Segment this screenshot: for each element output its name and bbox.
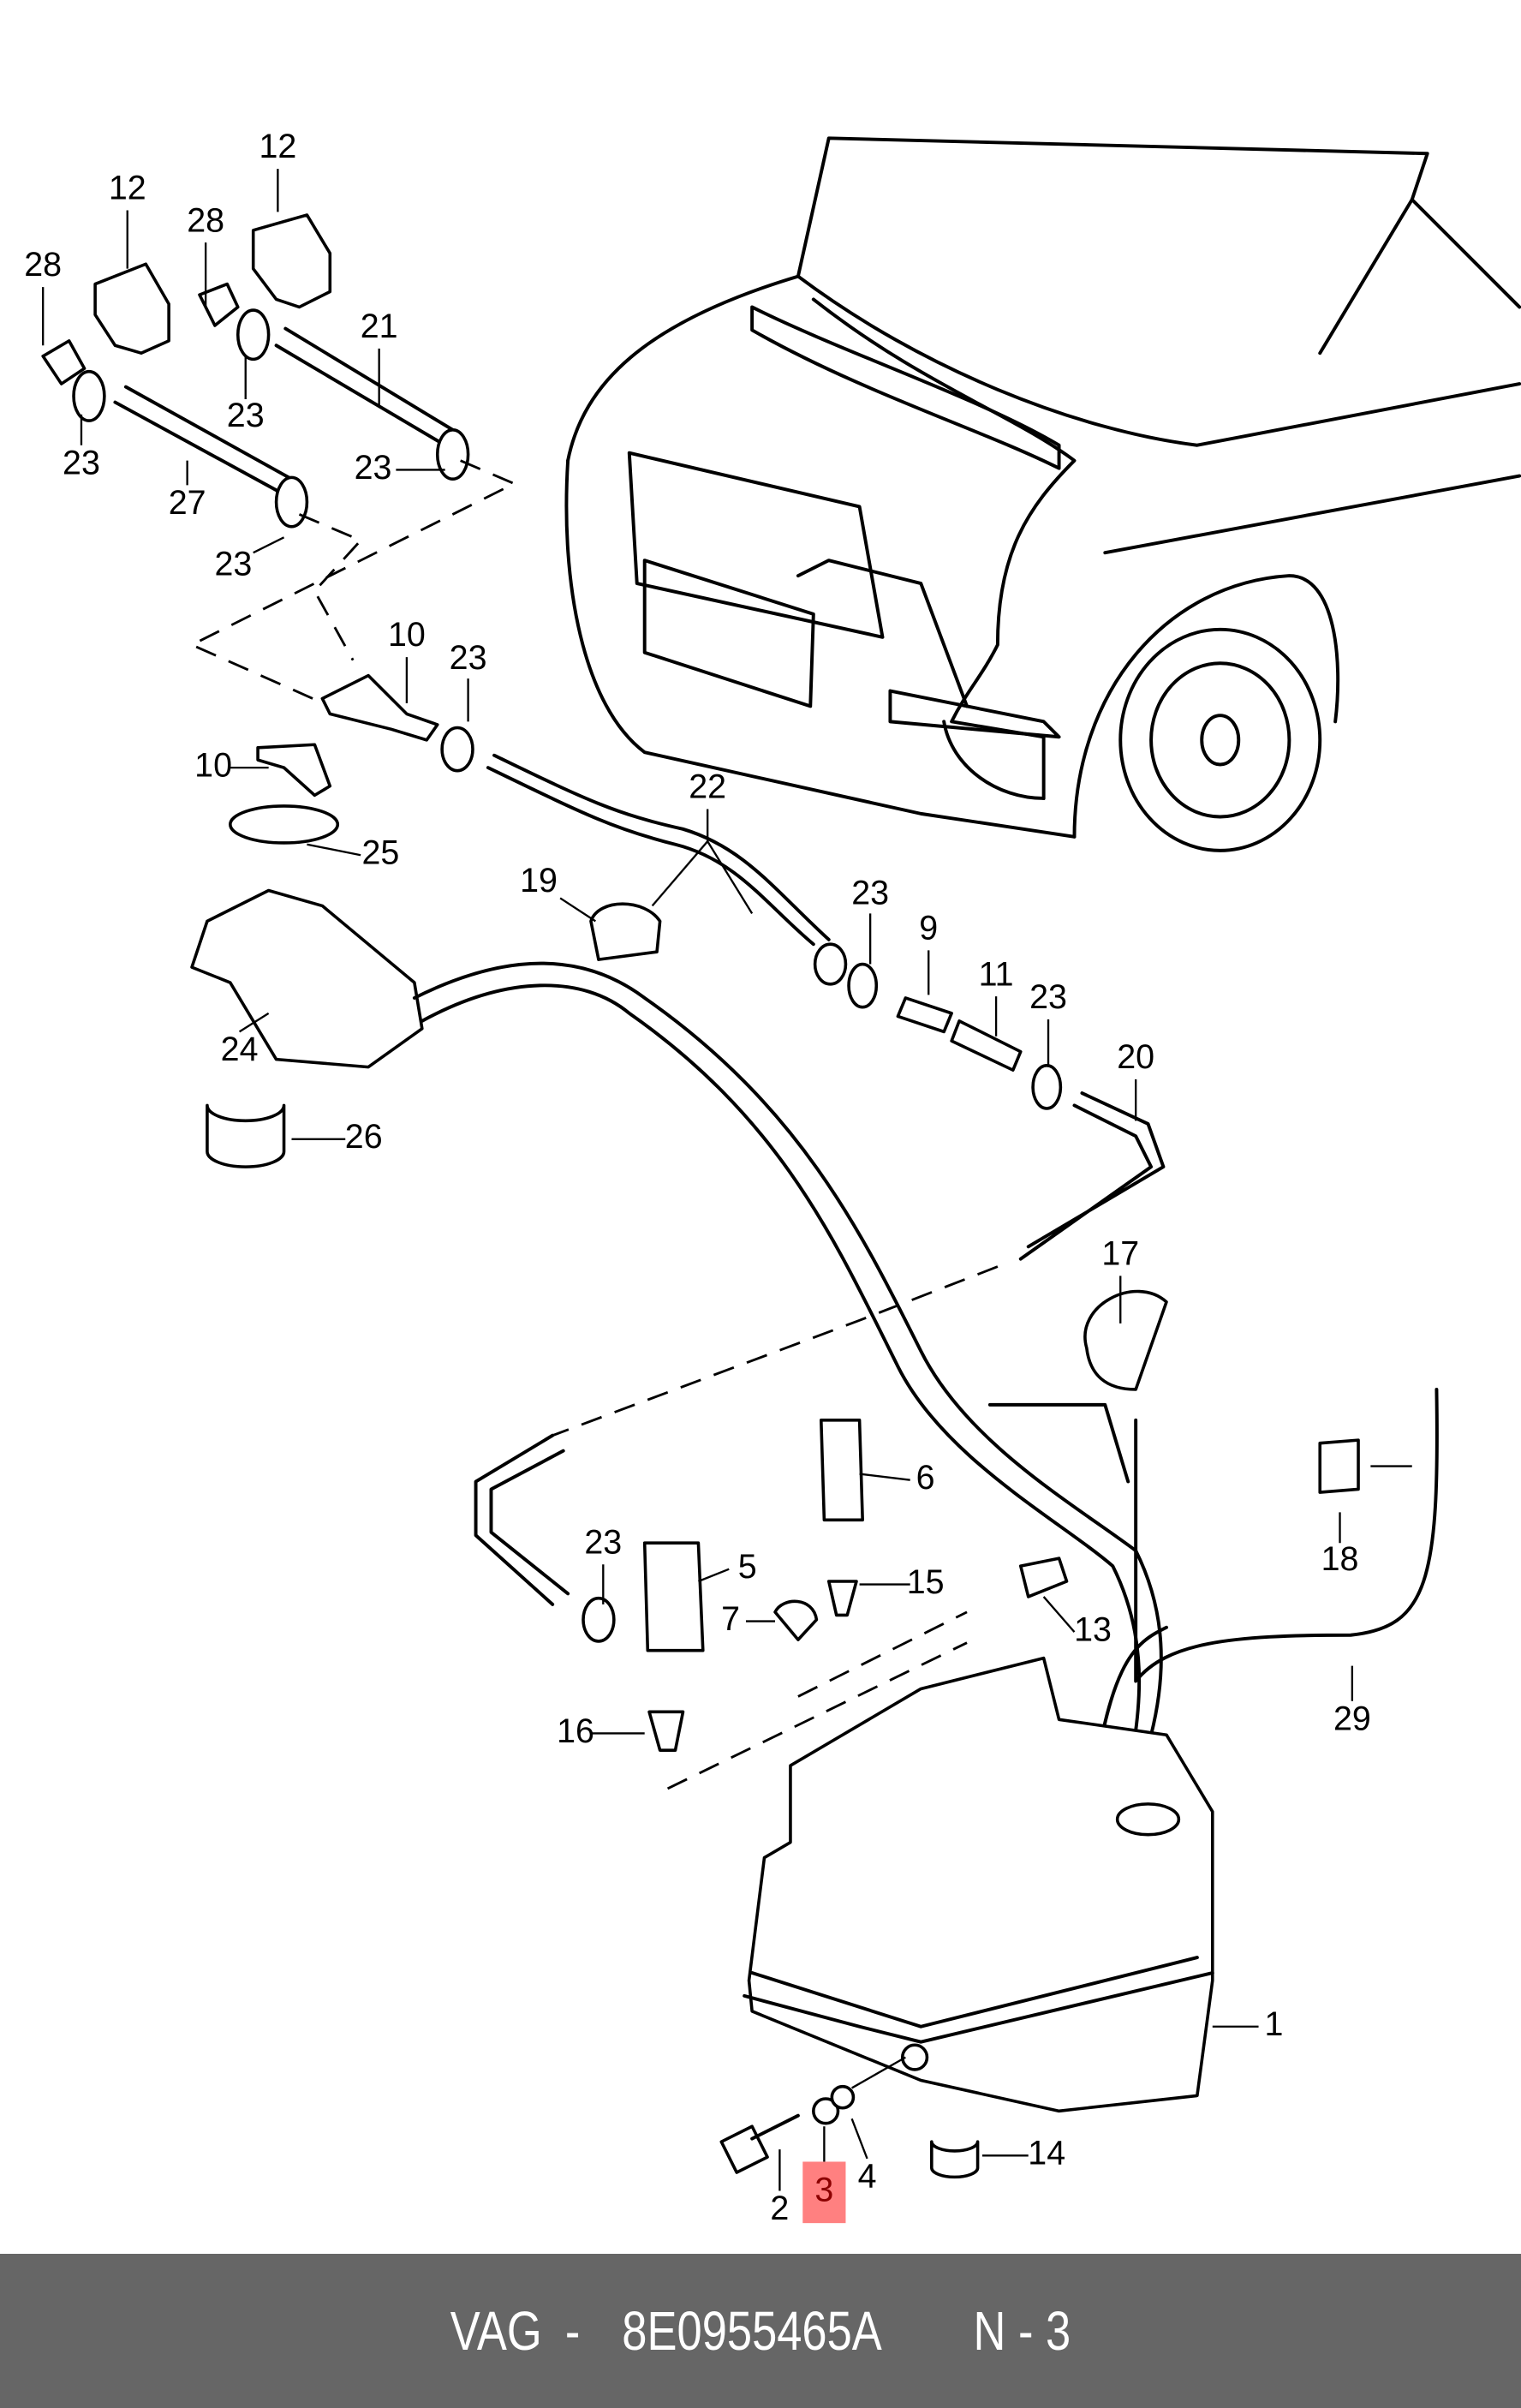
callout-label: 23 [851, 874, 889, 911]
callout-label: 23 [450, 639, 487, 677]
leader-lines [42, 169, 1412, 2191]
callout-label: 23 [214, 546, 252, 583]
callout-label: 2 [770, 2190, 789, 2227]
car-front-illustration [564, 136, 1521, 852]
callout-labels: 12 12 28 28 21 23 23 23 27 23 10 23 10 2… [24, 128, 1371, 2227]
brand-label: VAG [450, 2300, 542, 2362]
callout-label: 20 [1117, 1038, 1154, 1076]
callout-label: 23 [584, 1523, 622, 1561]
callout-label: 9 [919, 909, 938, 947]
callout-label: 23 [1029, 978, 1067, 1016]
callout-label: 13 [1074, 1611, 1112, 1649]
callout-label: 12 [109, 170, 146, 207]
callout-label: 21 [361, 308, 398, 345]
parts-diagram: 12 12 28 28 21 23 23 23 27 23 10 23 10 2… [24, 128, 1521, 2227]
washer-reservoir [719, 1656, 1214, 2179]
callout-label: 23 [63, 444, 100, 481]
pumps-group [642, 1419, 1069, 1790]
hoses-group [190, 753, 1439, 1844]
callout-label: 4 [858, 2158, 877, 2196]
callout-label: 23 [227, 397, 265, 434]
callout-label: 28 [24, 246, 62, 284]
callout-label: 10 [388, 616, 426, 654]
highlight-box [802, 2161, 846, 2224]
callout-label: 17 [1101, 1234, 1139, 1272]
washer-jets-group [41, 213, 517, 798]
callout-label: 6 [916, 1459, 935, 1497]
callout-label: 29 [1333, 1700, 1371, 1738]
position-label: N - 3 [973, 2300, 1071, 2362]
callout-label: 18 [1321, 1540, 1359, 1578]
callout-label: 26 [345, 1118, 383, 1156]
callout-label: 28 [187, 201, 224, 239]
callout-label: 5 [738, 1548, 757, 1586]
callout-label: 11 [979, 955, 1014, 993]
callout-label-highlighted[interactable]: 3 [814, 2172, 833, 2209]
part-number: 8E0955465A [622, 2300, 883, 2362]
callout-label: 22 [689, 768, 726, 806]
callout-label: 1 [1265, 2005, 1284, 2043]
callout-label: 25 [362, 834, 400, 872]
callout-label: 14 [1028, 2135, 1065, 2172]
callout-label: 16 [557, 1712, 594, 1750]
callout-label: 23 [355, 449, 392, 487]
callout-label: 27 [169, 484, 206, 522]
callout-label: 24 [221, 1031, 259, 1068]
separator: - [565, 2300, 581, 2362]
callout-label: 7 [721, 1600, 740, 1638]
callout-label: 15 [907, 1563, 945, 1601]
callout-label: 12 [259, 128, 296, 165]
callout-label: 19 [520, 862, 558, 899]
part-info-bar: VAG - 8E0955465A N - 3 [0, 2254, 1521, 2408]
callout-label: 10 [194, 747, 232, 785]
